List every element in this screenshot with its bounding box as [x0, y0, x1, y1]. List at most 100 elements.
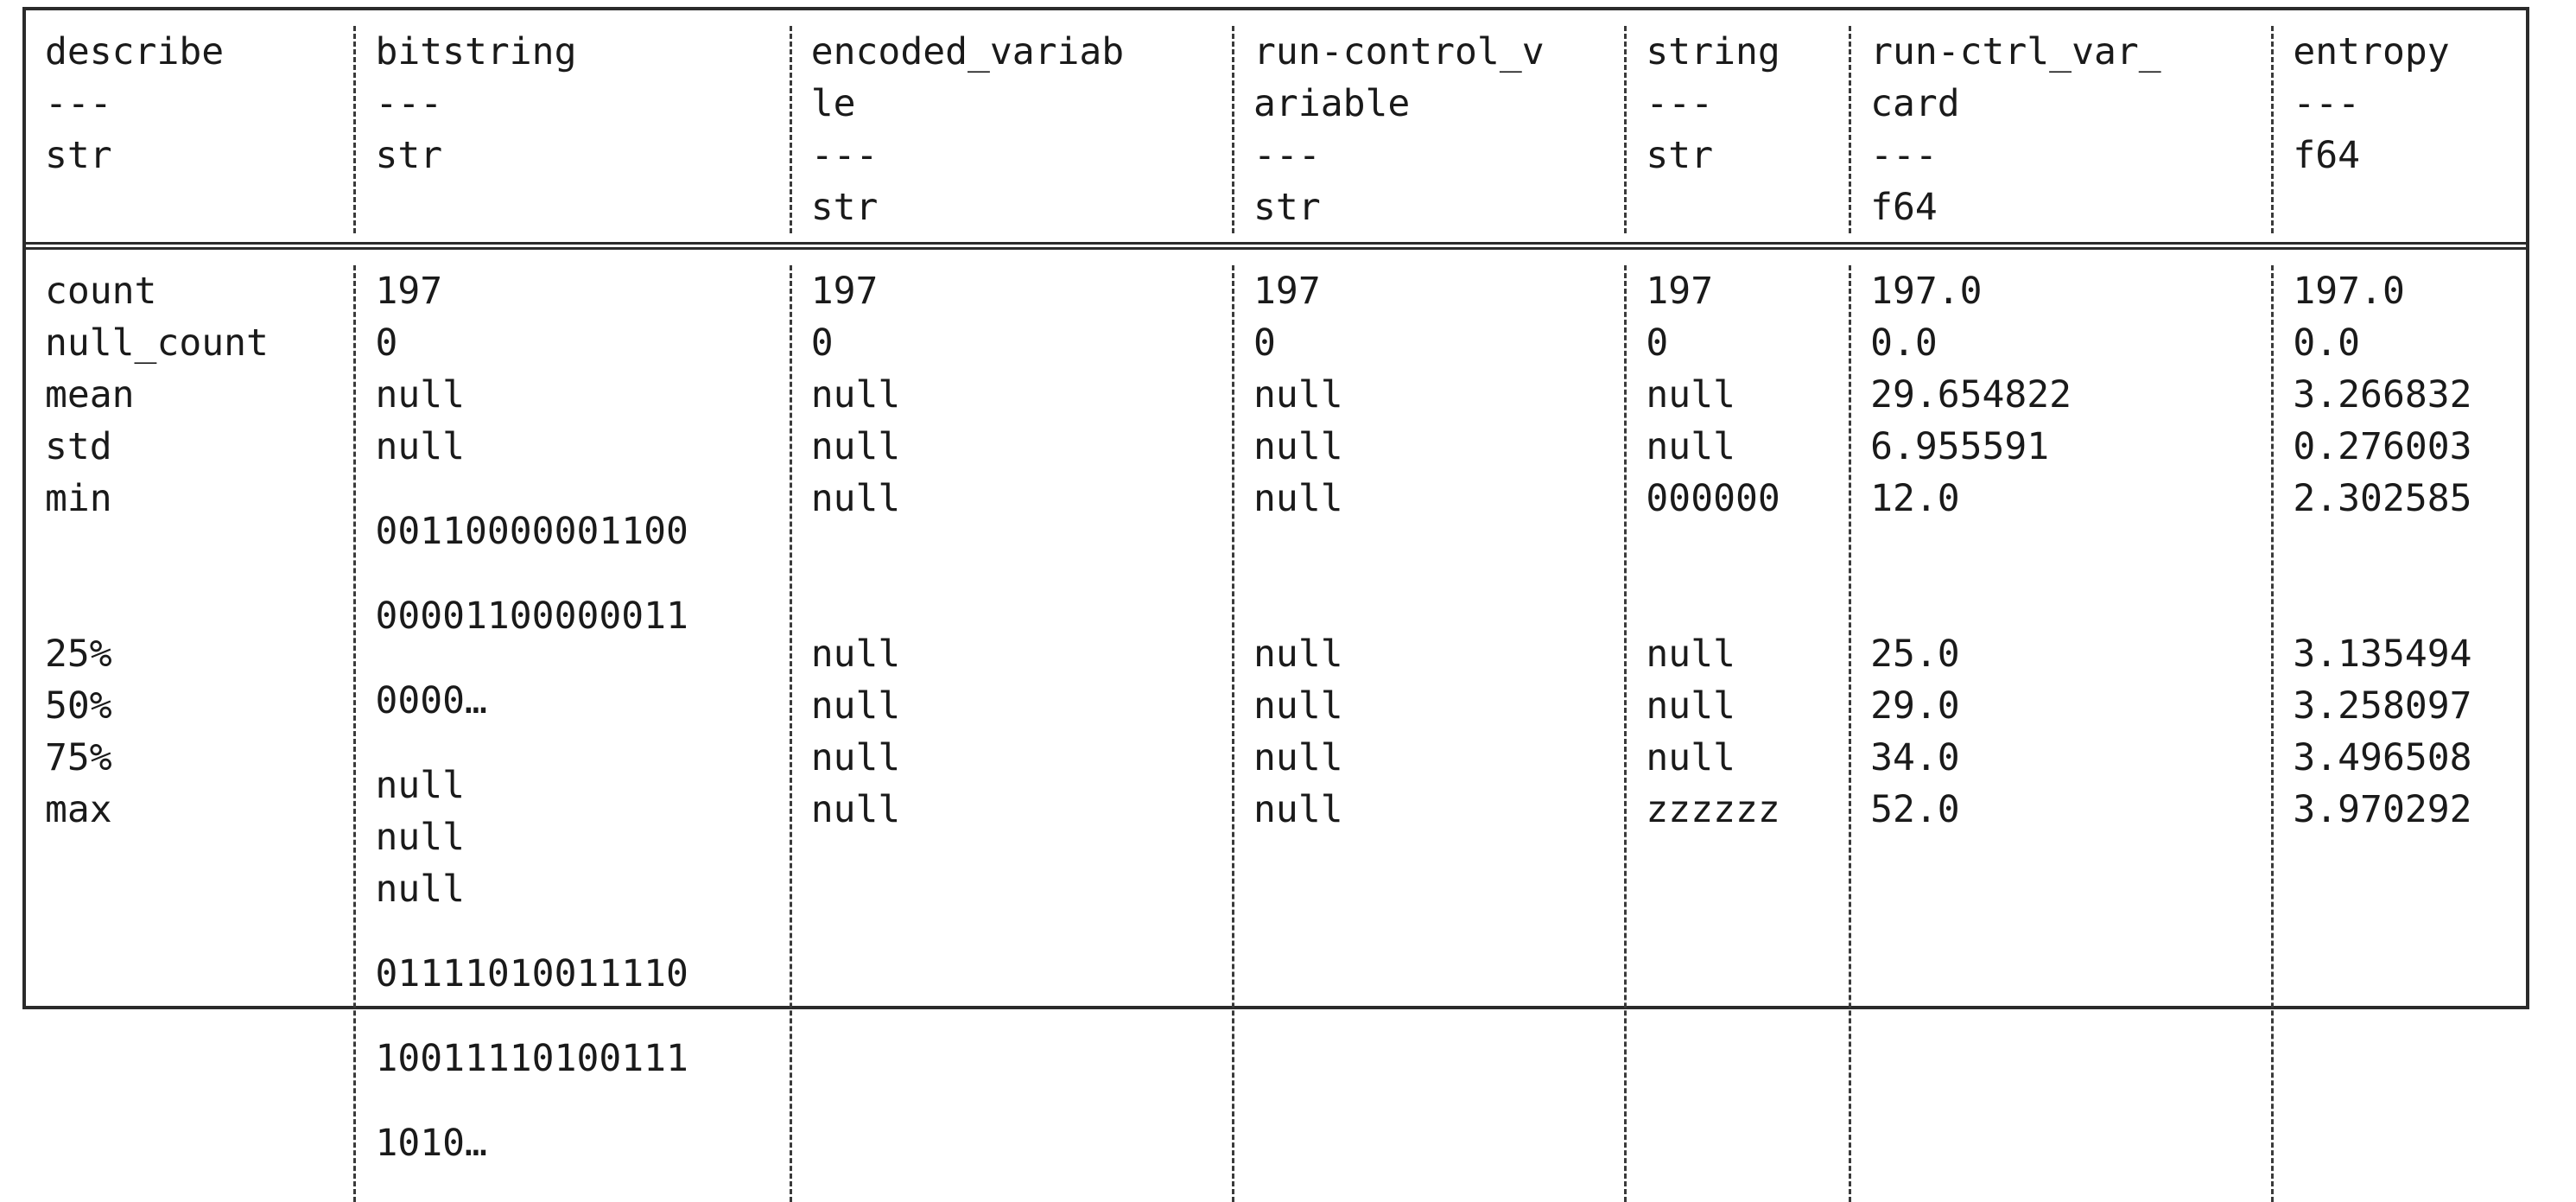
cell-value: 197.0	[1870, 270, 1983, 313]
cell-value: null	[1646, 425, 1735, 468]
cell-value-pad	[45, 576, 345, 628]
cell-value: 0	[1253, 321, 1276, 365]
dtype-separator: ---	[45, 82, 112, 125]
cell-value: null	[1646, 736, 1735, 779]
table-row: null	[375, 811, 780, 863]
cell-value: 2.302585	[2293, 477, 2472, 520]
cell-value: null	[1253, 788, 1343, 831]
table-row: 52.0	[1870, 784, 2262, 836]
table-row: 197	[1253, 265, 1615, 317]
table-row: 6.955591	[1870, 421, 2262, 473]
table-row: 3.258097	[2293, 680, 2517, 732]
cell-value: null	[810, 425, 901, 468]
cell-value: null	[810, 736, 901, 779]
table-row: null	[1646, 421, 1840, 473]
cell-value-cont: 1010…	[375, 1122, 487, 1165]
table-row: null	[375, 369, 780, 421]
cell-value-cont: 10011110100111	[375, 1037, 688, 1080]
table-row: count	[45, 265, 345, 317]
cell-pad	[1646, 525, 1840, 576]
cell-value: 01111010011110	[375, 952, 688, 995]
table-row: 197	[811, 265, 1223, 317]
cell-value: 0	[375, 321, 398, 365]
body-column-describe: count null_count mean std min 25% 50% 75…	[26, 265, 353, 1202]
cell-value: 00110000001100	[375, 510, 688, 553]
column-dtype: str	[375, 134, 443, 177]
column-name-line: ariable	[1253, 82, 1411, 125]
cell-value: 3.496508	[2293, 736, 2472, 779]
table-row: null	[375, 863, 780, 915]
table-row: 0	[375, 317, 780, 369]
table-row: zzzzzz	[1646, 784, 1840, 836]
table-row: null	[811, 369, 1223, 421]
table-row: max	[45, 784, 345, 836]
column-header-run-ctrl-var-card: run-ctrl_var_ card --- f64	[1849, 26, 2271, 233]
table-row: 00110000001100 00001100000011 0000…	[375, 473, 780, 760]
body-column-run-control-variable: 197 0 null null null null null null null	[1232, 265, 1624, 1202]
table-row: 12.0	[1870, 473, 2262, 628]
cell-value: null	[375, 816, 466, 859]
cell-value: std	[45, 425, 112, 468]
table-row: 0.0	[1870, 317, 2262, 369]
table-row: 3.496508	[2293, 732, 2517, 784]
table-row: null	[1253, 680, 1615, 732]
column-header-run-control-variable: run-control_v ariable --- str	[1232, 26, 1624, 233]
cell-value: null	[1253, 477, 1343, 520]
cell-value: 75%	[45, 736, 112, 779]
cell-value: 25%	[45, 633, 112, 676]
table-row: 3.135494	[2293, 628, 2517, 680]
table-row: 000000	[1646, 473, 1840, 628]
cell-pad	[2293, 576, 2517, 628]
body-column-entropy: 197.0 0.0 3.266832 0.276003 2.302585 3.1…	[2271, 265, 2526, 1202]
cell-value: 197	[810, 270, 879, 313]
cell-value: null	[810, 477, 901, 520]
cell-pad	[1870, 576, 2262, 628]
column-name-line: describe	[45, 30, 225, 73]
column-dtype: str	[45, 134, 112, 177]
cell-value: null	[1646, 633, 1735, 676]
table-row: null	[1253, 473, 1615, 628]
dtype-separator: ---	[810, 134, 879, 177]
table-body: count null_count mean std min 25% 50% 75…	[26, 250, 2526, 1202]
table-row: 0.0	[2293, 317, 2517, 369]
table-row: null	[811, 473, 1223, 628]
cell-pad	[811, 576, 1223, 628]
cell-value: 0.0	[2293, 321, 2361, 365]
cell-value: null	[810, 633, 901, 676]
column-name-line: le	[810, 82, 856, 125]
cell-pad	[1870, 525, 2262, 576]
column-dtype: str	[1253, 186, 1321, 229]
cell-value: 0.276003	[2293, 425, 2472, 468]
cell-value: max	[45, 788, 112, 831]
table-row: 197	[375, 265, 780, 317]
table-row: 3.970292	[2293, 784, 2517, 836]
table-row: 34.0	[1870, 732, 2262, 784]
table-row: null	[1253, 421, 1615, 473]
table-row: 29.0	[1870, 680, 2262, 732]
cell-pad	[2293, 525, 2517, 576]
table-row: 0	[1646, 317, 1840, 369]
cell-value: null	[375, 425, 466, 468]
dtype-separator: ---	[375, 82, 443, 125]
cell-value: 197	[375, 270, 443, 313]
cell-value: null	[375, 764, 466, 807]
table-row: null	[811, 732, 1223, 784]
body-column-bitstring: 197 0 null null 00110000001100 000011000…	[353, 265, 789, 1202]
table-row: 3.266832	[2293, 369, 2517, 421]
column-name-line: card	[1870, 82, 1960, 125]
dataframe-table: describe --- str bitstring --- str encod…	[26, 10, 2526, 1202]
table-row: min	[45, 473, 345, 628]
table-row: null	[1253, 732, 1615, 784]
dtype-separator: ---	[1646, 82, 1714, 125]
cell-value: null	[375, 373, 466, 417]
table-row: null	[811, 421, 1223, 473]
table-row: null	[1646, 680, 1840, 732]
table-row: 01111010011110 10011110100111 1010…	[375, 915, 780, 1202]
cell-value: null	[810, 373, 901, 417]
cell-value: null	[1646, 684, 1735, 728]
table-row: 197	[1646, 265, 1840, 317]
cell-value: count	[45, 270, 157, 313]
cell-value: 197	[1646, 270, 1714, 313]
cell-value: 29.0	[1870, 684, 1960, 728]
cell-value: min	[45, 477, 112, 520]
